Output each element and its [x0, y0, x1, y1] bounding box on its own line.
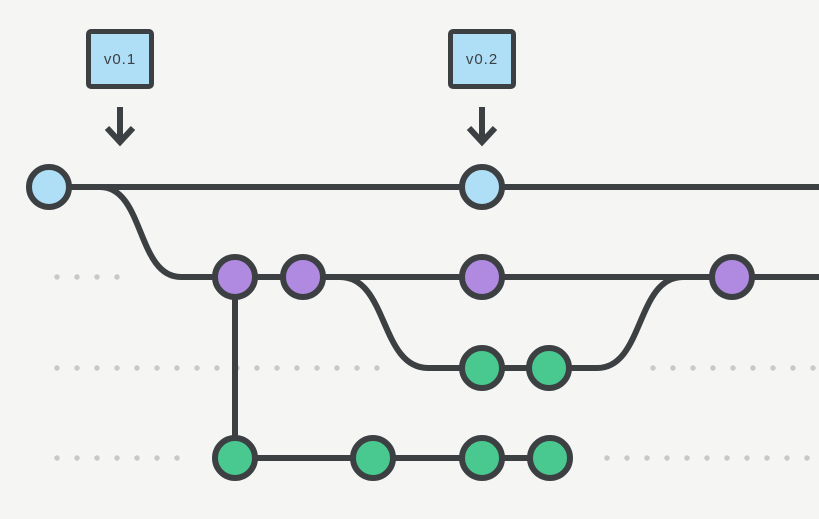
lane-guide-dot	[790, 365, 796, 371]
lane-guide-dot	[804, 455, 810, 461]
lane-guide-dot	[670, 365, 676, 371]
lane-guide-dot	[644, 455, 650, 461]
lane-guide-dot	[174, 365, 180, 371]
lane-guide-dot	[750, 365, 756, 371]
lane-guide-dot	[710, 365, 716, 371]
lane-guide-dot	[74, 365, 80, 371]
commit-node-branch-1-3	[709, 254, 755, 300]
version-tag-v0-1: v0.1	[86, 29, 154, 89]
lane-guide-dot	[744, 455, 750, 461]
lane-guide-dot	[770, 365, 776, 371]
commit-node-branch-3-3	[527, 435, 573, 481]
lane-guide-dot	[174, 455, 180, 461]
branch-curve	[596, 274, 684, 371]
lane-guide-dot	[154, 455, 160, 461]
branch-curve	[339, 274, 429, 371]
commit-node-branch-3-0	[212, 435, 258, 481]
lane-guide-dot	[764, 455, 770, 461]
lane-guide-dot	[214, 365, 220, 371]
commit-node-branch-1-1	[280, 254, 326, 300]
lane-guide-dot	[294, 365, 300, 371]
lane-guide-dot	[134, 455, 140, 461]
commit-node-main-0	[26, 164, 72, 210]
lane-guide-dot	[54, 455, 60, 461]
commit-node-branch-1-0	[212, 254, 258, 300]
version-tag-v0-2: v0.2	[448, 29, 516, 89]
lane-guide-dot	[604, 455, 610, 461]
lane-guide-dot	[664, 455, 670, 461]
lane-guide-dot	[194, 365, 200, 371]
lane-guide-dot	[784, 455, 790, 461]
commit-node-branch-2-0	[459, 345, 505, 391]
lane-guide-dot	[704, 455, 710, 461]
lane-guide-dot	[274, 365, 280, 371]
lane-guide-dot	[94, 274, 100, 280]
lane-guide-dot	[624, 455, 630, 461]
commit-node-branch-1-2	[459, 254, 505, 300]
lane-guide-dot	[154, 365, 160, 371]
lane-guide-dot	[684, 455, 690, 461]
lane-guide-dot	[94, 365, 100, 371]
lane-guide-dot	[810, 365, 816, 371]
lane-guide-dot	[254, 365, 260, 371]
lane-guide-dot	[314, 365, 320, 371]
commit-node-branch-3-1	[350, 435, 396, 481]
branch-curve	[99, 184, 182, 280]
lane-guide-dot	[374, 365, 380, 371]
lane-guide-dot	[54, 274, 60, 280]
lane-guide-dot	[114, 455, 120, 461]
lane-guide-dot	[54, 365, 60, 371]
commit-node-branch-3-2	[459, 435, 505, 481]
lane-guide-dot	[690, 365, 696, 371]
lane-guide-dot	[650, 365, 656, 371]
lane-guide-dot	[114, 274, 120, 280]
lane-guide-dot	[354, 365, 360, 371]
lane-guide-dot	[74, 274, 80, 280]
lane-guide-dot	[724, 455, 730, 461]
arrow-down-icon	[104, 107, 136, 147]
commit-node-branch-2-1	[526, 345, 572, 391]
arrow-down-icon	[466, 107, 498, 147]
lane-guide-dot	[730, 365, 736, 371]
lane-guide-dot	[134, 365, 140, 371]
commit-node-main-1	[459, 164, 505, 210]
lane-guide-dot	[334, 365, 340, 371]
lane-guide-dot	[114, 365, 120, 371]
lane-guide-dot	[74, 455, 80, 461]
lane-guide-dot	[94, 455, 100, 461]
